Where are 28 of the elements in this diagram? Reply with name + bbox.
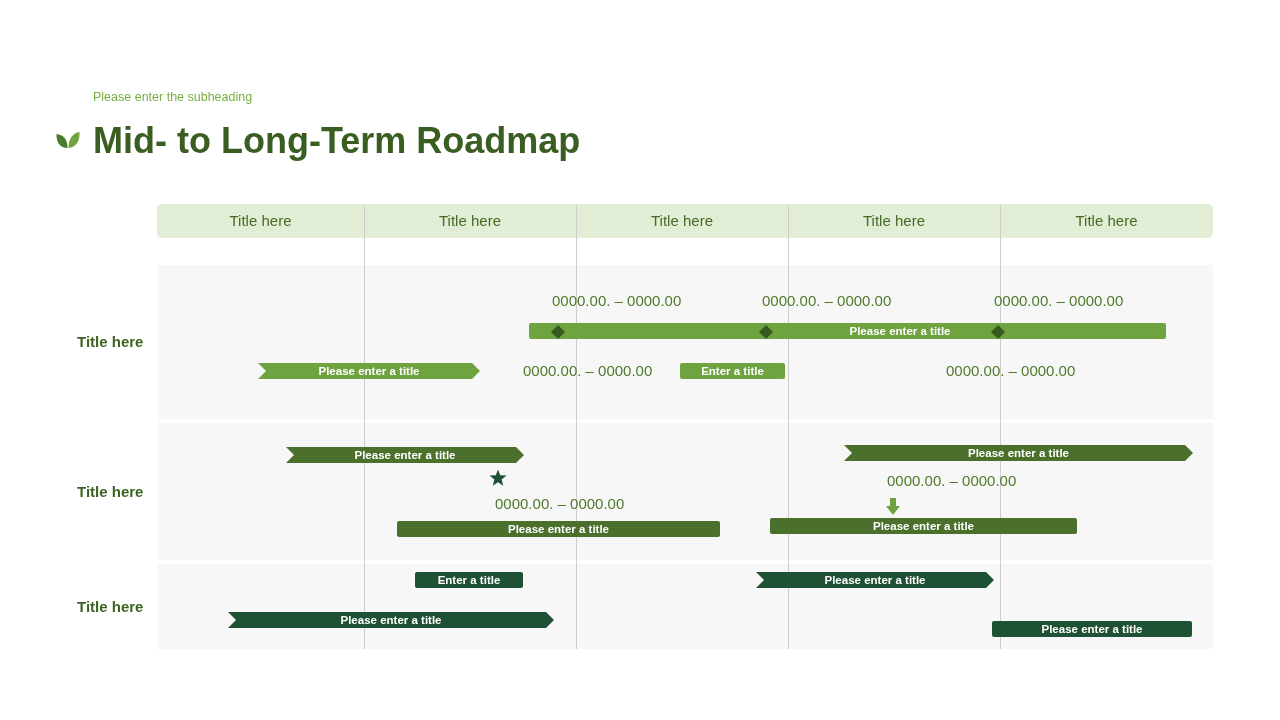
task-bar: Please enter a title bbox=[992, 621, 1192, 637]
task-bar: Please enter a title bbox=[770, 518, 1077, 534]
date-range: 0000.00. – 0000.00 bbox=[523, 361, 653, 381]
bar-label: Please enter a title bbox=[824, 574, 926, 586]
bar-label: Please enter a title bbox=[318, 365, 420, 377]
column-header: Title here bbox=[576, 204, 788, 238]
row-heading: Title here bbox=[77, 596, 144, 617]
date-range: 0000.00. – 0000.00 bbox=[946, 361, 1076, 381]
task-bar: Please enter a title bbox=[529, 323, 1166, 339]
date-range: 0000.00. – 0000.00 bbox=[552, 291, 682, 311]
date-range: 0000.00. – 0000.00 bbox=[495, 494, 625, 514]
column-header: Title here bbox=[364, 204, 576, 238]
task-bar: Enter a title bbox=[680, 363, 785, 379]
bar-label: Please enter a title bbox=[968, 447, 1069, 459]
date-range: 0000.00. – 0000.00 bbox=[762, 291, 892, 311]
date-range: 0000.00. – 0000.00 bbox=[887, 471, 1017, 491]
row-heading: Title here bbox=[77, 332, 144, 352]
row-heading: Title here bbox=[77, 481, 144, 502]
task-bar: Please enter a title bbox=[397, 521, 720, 537]
task-bar: Enter a title bbox=[415, 572, 523, 588]
column-header: Title here bbox=[157, 204, 364, 238]
bar-label: Please enter a title bbox=[354, 449, 456, 461]
bar-label: Please enter a title bbox=[340, 614, 442, 626]
column-header: Title here bbox=[788, 204, 1000, 238]
column-header: Title here bbox=[1000, 204, 1213, 238]
date-range: 0000.00. – 0000.00 bbox=[994, 291, 1124, 311]
page-title: Mid- to Long-Term Roadmap bbox=[93, 119, 581, 163]
subheading: Please enter the subheading bbox=[93, 89, 253, 105]
